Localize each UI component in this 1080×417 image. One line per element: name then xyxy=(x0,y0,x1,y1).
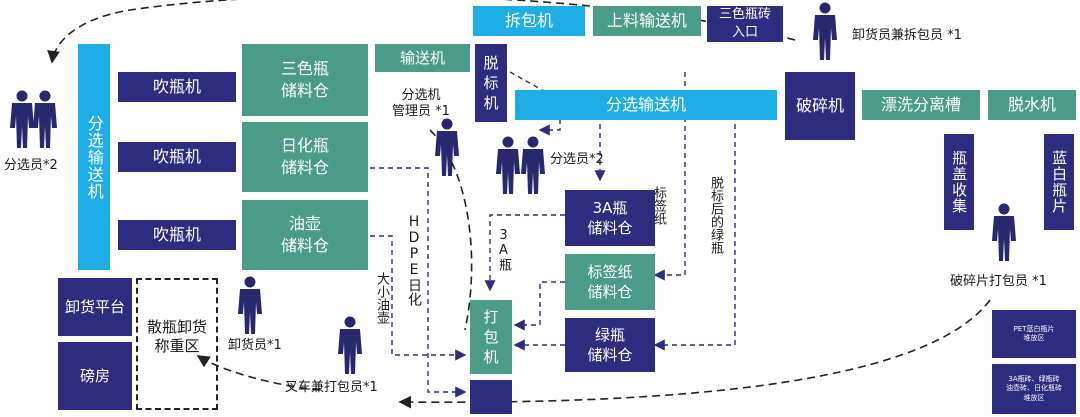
worker-conveyor-admin xyxy=(435,118,459,176)
label-paper-flow-label: 标签纸 xyxy=(651,186,666,225)
crusher: 破碎机 xyxy=(785,72,855,140)
sorter-mid-label: 分选员*2 xyxy=(550,152,604,167)
feeder-conveyor: 上料输送机 xyxy=(593,6,701,36)
worker-sorter-mid-b xyxy=(521,136,545,194)
daily-chemical-bottle-bin: 日化瓶 储料仓 xyxy=(242,122,368,192)
unload-loop-path xyxy=(196,355,321,391)
delabeled-green-label: 脱标后的绿瓶 xyxy=(708,176,723,254)
blow-molder-2: 吹瓶机 xyxy=(118,142,236,172)
worker-sorter-mid-a xyxy=(496,136,520,194)
forklift-packer-label: 叉车兼打包员*1 xyxy=(285,380,378,395)
blow-molder-3: 吹瓶机 xyxy=(118,220,236,250)
weigh-room: 磅房 xyxy=(58,342,132,410)
blow-molder-1: 吹瓶机 xyxy=(118,72,236,102)
brick-storage-area: 3A瓶砖、绿瓶砖 油壶砖、日化瓶砖 堆放区 xyxy=(992,364,1076,414)
oil-can-bin: 油壶 储料仓 xyxy=(242,200,368,270)
baler-output xyxy=(470,380,512,414)
delabel-machine: 脱 标 机 xyxy=(475,44,507,122)
oil-can-label: 大小油壶 xyxy=(374,272,389,324)
worker-sorter-left-a xyxy=(10,90,34,148)
sorter-left-label: 分选员*2 xyxy=(4,158,58,173)
rinse-separation-tank: 漂洗分离槽 xyxy=(862,90,980,120)
baler: 打 包 机 xyxy=(470,300,512,374)
worker-forklift xyxy=(338,316,362,374)
brick-entry: 三色瓶砖 入口 xyxy=(707,6,783,42)
bulk-unload-weigh-area: 散瓶卸货 称重区 xyxy=(136,278,218,410)
worker-unloader xyxy=(238,276,262,334)
green-bottle-bin: 绿瓶 储料仓 xyxy=(565,318,655,372)
unload-platform: 卸货平台 xyxy=(58,278,132,336)
bulk-unload-weigh-area-label: 散瓶卸货 称重区 xyxy=(146,318,207,355)
3a-bottle-label: 3A瓶 xyxy=(496,228,511,271)
left-sorting-conveyor: 分选输送机 xyxy=(78,44,110,270)
cap-collection: 瓶盖收集 xyxy=(944,134,974,230)
worker-flake-packer xyxy=(992,203,1016,261)
conveyor: 输送机 xyxy=(375,44,470,72)
tricolor-bottle-bin: 三色瓶 储料仓 xyxy=(242,44,368,116)
worker-sorter-left-b xyxy=(33,90,57,148)
conveyor-admin-label: 分选机 管理员 *1 xyxy=(392,88,450,120)
unpack-machine: 拆包机 xyxy=(473,6,585,36)
dewatering-machine: 脱水机 xyxy=(988,90,1076,120)
unload-unpack-worker-label: 卸货员兼拆包员 *1 xyxy=(852,28,962,43)
sorting-conveyor: 分选输送机 xyxy=(515,90,777,120)
hdpe-label: HDPE日化 xyxy=(406,214,422,306)
center-arc-path xyxy=(429,129,473,331)
pet-flake-storage-area: PET蓝白瓶片 堆放区 xyxy=(992,310,1076,358)
worker-unload-unpack xyxy=(813,2,837,60)
blue-white-flakes: 蓝白瓶片 xyxy=(1044,134,1074,230)
lower-loop-path xyxy=(398,299,991,409)
flake-packer-label: 破碎片打包员 *1 xyxy=(950,274,1047,289)
3a-bottle-bin: 3A瓶 储料仓 xyxy=(565,190,655,246)
label-paper-bin: 标签纸 储料仓 xyxy=(565,254,655,310)
unloader-label: 卸货员*1 xyxy=(228,338,282,353)
